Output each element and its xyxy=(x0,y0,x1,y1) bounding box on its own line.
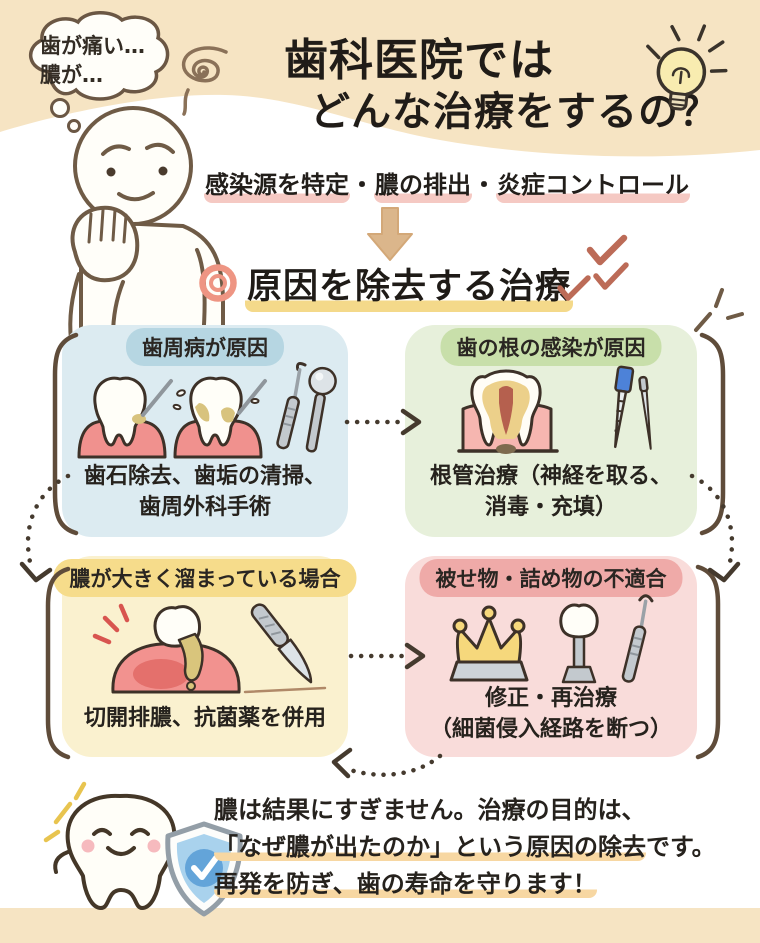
header-band xyxy=(0,0,760,157)
section-heading: 原因を除去する治療 xyxy=(245,258,574,312)
box-badge-periodontal: 歯周病が原因 xyxy=(126,328,284,366)
dotted-arrow-down-left xyxy=(19,473,71,583)
conclusion-line-3-highlight: 再発を防ぎ、歯の寿命を守ります！ xyxy=(214,870,597,898)
bracket-right-restoration xyxy=(695,564,721,760)
page-title: 歯科医院では どんな治療をするの？ xyxy=(284,34,720,136)
subtitle-segment-2: 膿の排出 xyxy=(374,171,472,203)
dotted-arrow-right-bottom xyxy=(348,642,426,670)
subtitle-sep-2: ・ xyxy=(472,171,496,199)
sparkle-icon xyxy=(694,288,744,332)
thought-bubble xyxy=(28,11,170,133)
dotted-arrow-curve-bottom xyxy=(331,747,443,779)
person-worried xyxy=(68,106,225,342)
tooth-character xyxy=(43,781,177,910)
dotted-arrow-right-top xyxy=(344,408,422,436)
caption-line: 切開排膿、抗菌薬を併用 xyxy=(83,706,326,731)
down-arrow-icon xyxy=(367,207,413,261)
subtitle-segment-1: 感染源を特定 xyxy=(204,171,350,203)
treatment-box-abscess: 膿が大きく溜まっている場合 切開排膿、抗菌薬を併用 xyxy=(53,556,357,757)
subtitle: 感染源を特定・膿の排出・炎症コントロール xyxy=(204,165,690,203)
bubble-line-1: 歯が痛い… xyxy=(40,34,145,58)
conclusion-line-1: 膿は結果にすぎません。治療の目的は、 xyxy=(214,796,646,824)
conclusion-line-3: 再発を防ぎ、歯の寿命を守ります！ xyxy=(214,866,716,903)
smile-mouth xyxy=(106,846,136,856)
caption-line: 根管治療（神経を取る、 xyxy=(429,464,672,489)
abscess-drainage-illustration xyxy=(92,603,327,694)
crown-restoration-illustration xyxy=(449,594,654,684)
lightbulb-icon xyxy=(646,24,728,111)
thought-bubble-text: 歯が痛い… 膿が… xyxy=(40,32,145,91)
title-line-1: 歯科医院では xyxy=(284,35,554,86)
caption-line: 修正・再治療 xyxy=(484,686,617,711)
treatment-box-periodontal: 歯周病が原因 xyxy=(62,325,348,537)
tooth-arm xyxy=(53,850,70,874)
bracket-left-abscess xyxy=(45,566,71,760)
box-badge-restoration: 被せ物・詰め物の不適合 xyxy=(419,559,683,597)
treatment-box-root-infection: 歯の根の感染が原因 根管治療（神経を取る、 消毒・充填） xyxy=(405,325,697,537)
frown-mouth xyxy=(117,191,155,202)
confusion-scribble-icon xyxy=(181,46,228,116)
box-badge-abscess: 膿が大きく溜まっている場合 xyxy=(53,559,357,597)
bracket-left-periodontal xyxy=(52,332,79,536)
root-canal-illustration xyxy=(457,365,652,454)
treatment-box-restoration: 被せ物・詰め物の不適合 修正・再治療 （細菌侵 xyxy=(405,556,697,757)
conclusion-text: 膿は結果にすぎません。治療の目的は、 「なぜ膿が出たのか」という原因の除去です。… xyxy=(214,792,716,903)
subtitle-segment-3: 炎症コントロール xyxy=(496,171,690,203)
dotted-arrow-down-right xyxy=(689,473,741,583)
caption-line: 歯周外科手術 xyxy=(138,495,271,521)
double-circle-icon xyxy=(199,264,237,302)
box-caption-abscess: 切開排膿、抗菌薬を併用 xyxy=(62,703,348,734)
caption-line: 歯石除去、歯垢の清掃、 xyxy=(83,464,326,489)
worried-eyebrow-right xyxy=(145,142,175,154)
tooth-scaling-illustration xyxy=(77,362,337,459)
sparkle-icon xyxy=(43,781,87,843)
box-caption-root-infection: 根管治療（神経を取る、 消毒・充填） xyxy=(405,461,697,523)
conclusion-line-2-highlight: 「なぜ膿が出たのか」という原因の除去 xyxy=(214,833,646,861)
conclusion-line-2-rest: です。 xyxy=(646,833,716,861)
title-line-2: どんな治療をするの？ xyxy=(310,88,720,135)
box-caption-restoration: 修正・再治療 （細菌侵入経路を断つ） xyxy=(405,683,697,745)
box-badge-root-infection: 歯の根の感染が原因 xyxy=(440,328,662,366)
footer-band xyxy=(0,908,760,943)
bracket-right-root xyxy=(699,332,726,536)
worried-eyebrow-left xyxy=(101,144,131,156)
subtitle-sep-1: ・ xyxy=(350,171,374,199)
caption-line: （細菌侵入経路を断つ） xyxy=(429,717,672,743)
caption-line: 消毒・充填） xyxy=(484,495,617,521)
happy-eyes xyxy=(92,828,150,836)
conclusion-line-2: 「なぜ膿が出たのか」という原因の除去です。 xyxy=(214,829,716,866)
box-caption-periodontal: 歯石除去、歯垢の清掃、 歯周外科手術 xyxy=(62,461,348,523)
section-heading-text: 原因を除去する治療 xyxy=(245,267,574,312)
bubble-line-2: 膿が… xyxy=(40,63,103,88)
hand-on-cheek xyxy=(70,205,140,283)
checkmarks-icon xyxy=(557,234,629,301)
